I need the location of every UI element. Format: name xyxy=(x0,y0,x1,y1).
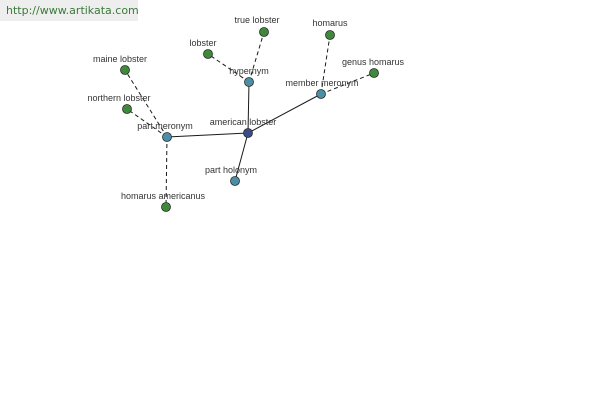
edge-part-meronym-to-maine-lobster xyxy=(124,69,168,138)
site-watermark[interactable]: http://www.artikata.com xyxy=(0,0,139,21)
node-homarus-americanus[interactable] xyxy=(161,202,171,212)
nodes-layer xyxy=(120,27,379,212)
node-northern-lobster[interactable] xyxy=(122,104,132,114)
node-label-homarus[interactable]: homarus xyxy=(312,18,348,28)
edge-american-lobster-to-part-holonym xyxy=(234,132,249,182)
node-label-part-meronym[interactable]: part meronym xyxy=(137,121,193,131)
node-label-member-meronym[interactable]: member meronym xyxy=(285,78,358,88)
node-label-lobster[interactable]: lobster xyxy=(189,38,216,48)
edge-hypernym-to-true-lobster xyxy=(248,31,265,83)
node-genus-homarus[interactable] xyxy=(369,68,379,78)
node-lobster[interactable] xyxy=(203,49,213,59)
node-member-meronym[interactable] xyxy=(316,89,326,99)
node-hypernym[interactable] xyxy=(244,77,254,87)
node-label-true-lobster[interactable]: true lobster xyxy=(234,15,279,25)
edges-layer xyxy=(124,31,375,208)
edge-hypernym-to-lobster xyxy=(207,53,250,83)
node-part-meronym[interactable] xyxy=(162,132,172,142)
node-label-american-lobster[interactable]: american lobster xyxy=(210,117,277,127)
node-label-homarus-americanus[interactable]: homarus americanus xyxy=(121,191,206,201)
node-label-hypernym[interactable]: hypernym xyxy=(229,66,269,76)
node-homarus[interactable] xyxy=(325,30,335,40)
node-part-holonym[interactable] xyxy=(230,176,240,186)
edge-part-meronym-to-homarus-americanus xyxy=(165,136,168,208)
node-label-genus-homarus[interactable]: genus homarus xyxy=(342,57,405,67)
node-label-northern-lobster[interactable]: northern lobster xyxy=(87,93,150,103)
node-true-lobster[interactable] xyxy=(259,27,269,37)
edge-american-lobster-to-member-meronym xyxy=(247,93,322,134)
edge-american-lobster-to-hypernym xyxy=(247,81,250,134)
node-label-part-holonym[interactable]: part holonym xyxy=(205,165,257,175)
edge-member-meronym-to-genus-homarus xyxy=(320,72,375,95)
labels-layer: american lobster hypernym member meronym pa… xyxy=(87,15,404,201)
node-label-maine-lobster[interactable]: maine lobster xyxy=(93,54,147,64)
node-maine-lobster[interactable] xyxy=(120,65,130,75)
edge-american-lobster-to-part-meronym xyxy=(166,132,249,138)
edge-part-meronym-to-northern-lobster xyxy=(126,108,168,138)
node-american-lobster[interactable] xyxy=(243,128,253,138)
edge-member-meronym-to-homarus xyxy=(320,34,331,95)
